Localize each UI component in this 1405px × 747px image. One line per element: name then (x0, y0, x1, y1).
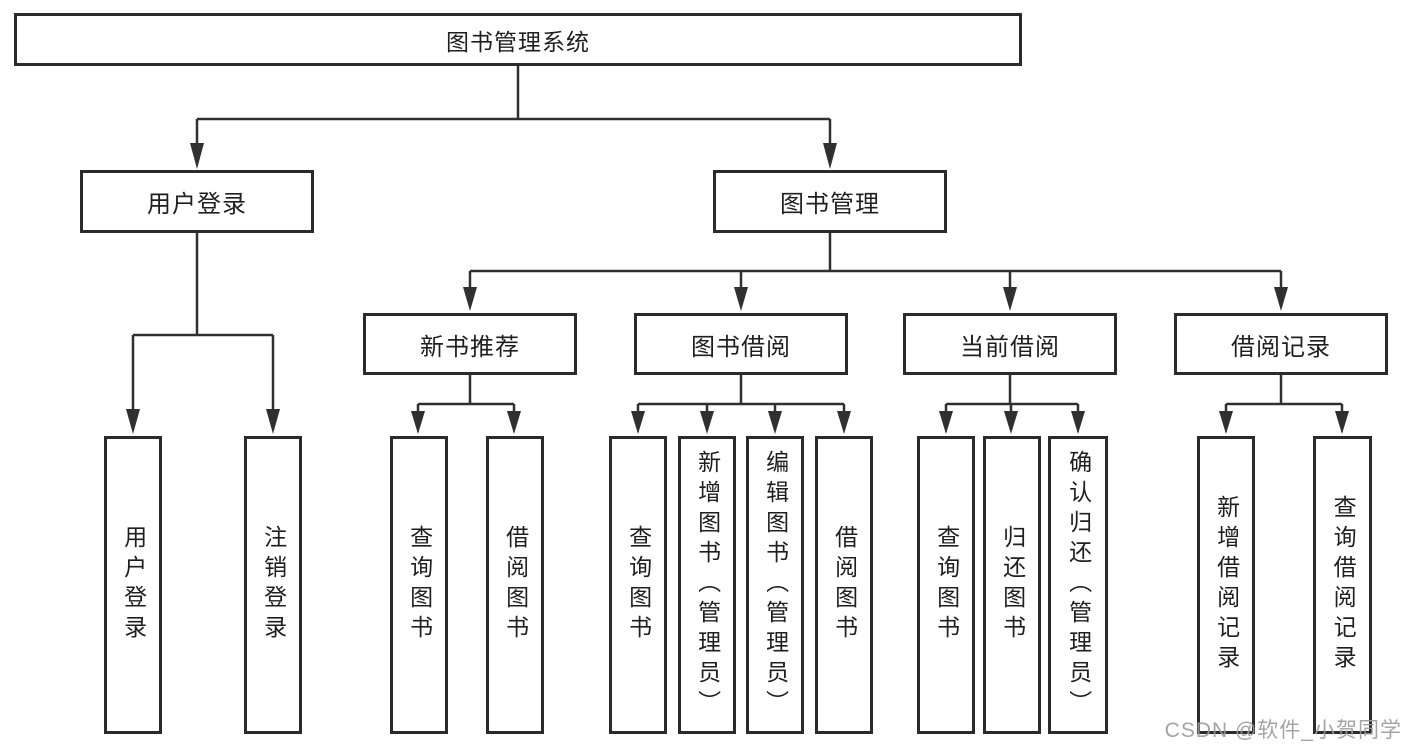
arrow-to-edit-books-admin (768, 411, 782, 434)
node-edit-books-admin: 编辑图书（管理员） (746, 436, 804, 734)
arrow-to-confirm-return-admin (1071, 411, 1085, 434)
node-new-book-recommend-label: 新书推荐 (420, 333, 520, 361)
node-book-management: 图书管理 (713, 170, 947, 233)
arrow-to-query-borrow-record (1335, 411, 1349, 434)
arrow-to-add-borrow-record (1219, 411, 1233, 434)
connector-borrow-to-children (636, 375, 846, 414)
node-user-login-leaf: 用户登录 (104, 436, 162, 734)
arrow-to-query-books-recommend (411, 411, 425, 434)
node-borrow-books-borrow: 借阅图书 (815, 436, 873, 734)
arrow-to-user-login (190, 143, 204, 169)
node-borrow-books-recommend-label: 借阅图书 (502, 525, 529, 645)
connector-bookmgmt-to-level3 (468, 233, 1283, 289)
arrow-to-return-books (1004, 411, 1018, 434)
node-book-management-label: 图书管理 (780, 191, 880, 218)
node-query-books-recommend: 查询图书 (390, 436, 448, 734)
node-logout: 注销登录 (244, 436, 302, 734)
node-borrow-records-label: 借阅记录 (1231, 333, 1331, 361)
node-add-borrow-record-label: 新增借阅记录 (1213, 495, 1240, 675)
node-confirm-return-admin-label: 确认归还（管理员） (1065, 450, 1092, 720)
connector-records-to-children (1224, 375, 1344, 414)
node-query-books-current: 查询图书 (917, 436, 975, 734)
node-query-books-recommend-label: 查询图书 (406, 525, 433, 645)
node-confirm-return-admin: 确认归还（管理员） (1048, 436, 1108, 734)
node-add-borrow-record: 新增借阅记录 (1197, 436, 1255, 734)
node-borrow-records: 借阅记录 (1174, 313, 1388, 375)
node-return-books-label: 归还图书 (999, 525, 1026, 645)
node-book-borrow-label: 图书借阅 (691, 333, 791, 361)
node-edit-books-admin-label: 编辑图书（管理员） (762, 450, 789, 720)
arrow-to-query-books-borrow (631, 411, 645, 434)
node-user-login: 用户登录 (80, 170, 314, 233)
arrow-to-new-book-recommend (463, 287, 477, 311)
node-add-books-admin: 新增图书（管理员） (678, 436, 736, 734)
arrow-to-user-login-leaf (126, 409, 140, 434)
node-root: 图书管理系统 (14, 13, 1022, 66)
arrow-to-add-books-admin (700, 411, 714, 434)
node-book-borrow: 图书借阅 (634, 313, 848, 375)
node-query-borrow-record-label: 查询借阅记录 (1330, 495, 1357, 675)
node-add-books-admin-label: 新增图书（管理员） (694, 450, 721, 720)
arrow-to-book-management (823, 143, 837, 169)
arrow-to-book-borrow (734, 287, 748, 311)
arrow-to-query-books-current (939, 411, 953, 434)
node-root-label: 图书管理系统 (446, 28, 590, 55)
node-current-borrow-label: 当前借阅 (960, 333, 1060, 361)
connector-current-to-children (944, 375, 1080, 414)
node-user-login-label: 用户登录 (147, 191, 247, 218)
arrow-to-borrow-books-recommend (507, 411, 521, 434)
node-current-borrow: 当前借阅 (903, 313, 1117, 375)
node-query-books-borrow-label: 查询图书 (625, 525, 652, 645)
node-logout-label: 注销登录 (260, 525, 287, 645)
node-new-book-recommend: 新书推荐 (363, 313, 577, 375)
node-return-books: 归还图书 (983, 436, 1041, 734)
connector-root-to-level2 (195, 66, 832, 146)
arrow-to-logout (266, 409, 280, 434)
node-borrow-books-recommend: 借阅图书 (486, 436, 544, 734)
connector-recommend-to-children (416, 375, 516, 414)
node-user-login-leaf-label: 用户登录 (120, 525, 147, 645)
node-query-books-borrow: 查询图书 (609, 436, 667, 734)
arrow-to-borrow-records (1274, 287, 1288, 311)
connector-userlogin-to-children (131, 233, 275, 412)
arrowheads (126, 143, 1349, 434)
watermark: CSDN @软件_小贺同学 (1164, 719, 1402, 742)
node-query-borrow-record: 查询借阅记录 (1313, 436, 1372, 734)
node-query-books-current-label: 查询图书 (933, 525, 960, 645)
node-borrow-books-borrow-label: 借阅图书 (831, 525, 858, 645)
arrow-to-borrow-books-borrow (837, 411, 851, 434)
arrow-to-current-borrow (1003, 287, 1017, 311)
